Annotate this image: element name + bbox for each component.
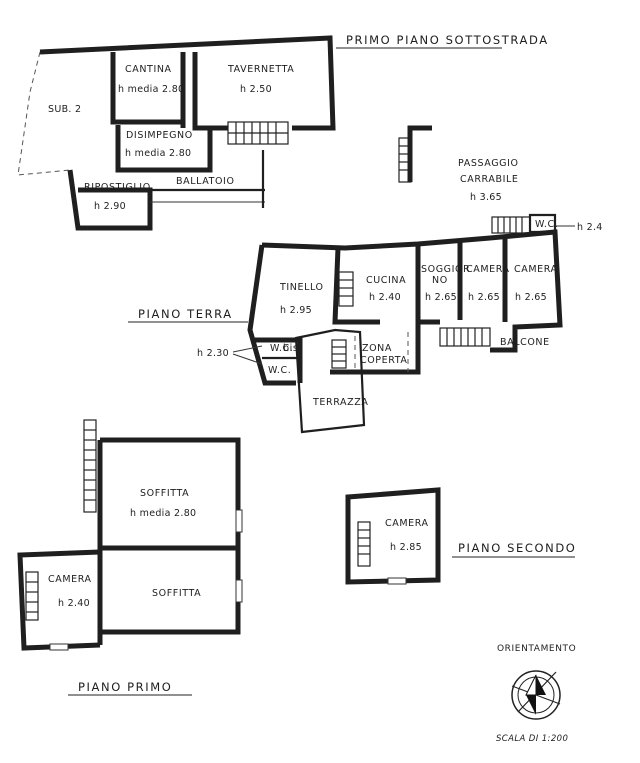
stair-primo-camera [25,571,39,621]
stair-primo [83,419,97,513]
wall-sottostrada-outer [39,35,336,131]
wc-pointer-1 [232,345,263,353]
wall-wc [252,337,303,383]
bis-label: bis [283,343,298,354]
disimpegno-name: DISIMPEGNO [126,130,193,141]
terrazza-outline [294,328,366,434]
wc-right-height: h 2.4 [577,222,603,233]
wall-secondo [345,487,441,585]
passaggio-name-2: CARRABILE [460,174,518,185]
wall-passaggio [407,125,432,182]
sottostrada-plan: PRIMO PIANO SOTTOSTRADA CANTINA h media … [17,33,549,231]
tinello-name: TINELLO [279,282,324,293]
balcone-label: BALCONE [500,337,550,348]
wall-tavernetta-west [192,52,228,131]
stair-terra-balcone [439,327,491,347]
sub-boundary-dashed [17,51,71,176]
ripostiglio-name: RIPOSTIGLIO [84,182,151,193]
sub-label: SUB. 2 [48,104,81,115]
orientation-legend: ORIENTAMENTO SCALA DI 1:200 [496,644,576,744]
soggiorno-name-2: NO [432,275,448,286]
soffitta2-name: SOFFITTA [152,588,201,599]
tinello-height: h 2.95 [280,305,312,316]
cucina-height: h 2.40 [369,292,401,303]
stair-sottostrada [227,121,289,145]
wall-tinello-cucina [332,247,380,325]
orientamento-label: ORIENTAMENTO [497,644,576,654]
cucina-name: CUCINA [366,275,406,286]
passaggio-height: h 3.65 [470,192,502,203]
wc1-label: W.C. [270,343,293,354]
tavernetta-height: h 2.50 [240,84,272,95]
window-primo-1 [235,509,243,533]
title-primo: PIANO PRIMO [78,680,172,694]
scala-label: SCALA DI 1:200 [496,734,568,744]
zona-name-2: COPERTA [360,355,408,366]
wall-primo-outer [17,437,241,651]
camera2-name: CAMERA [514,264,558,275]
window-secondo [387,577,407,585]
camera-primo-height: h 2.40 [58,598,90,609]
disimpegno-height: h media 2.80 [125,148,191,159]
wall-disimpegno [115,125,213,173]
camera1-name: CAMERA [466,264,510,275]
soggiorno-name-1: SOGGIOR [421,264,470,275]
soffitta1-height: h media 2.80 [130,508,196,519]
stair-terra-cucina [338,271,354,307]
camera-secondo-height: h 2.85 [390,542,422,553]
wc-top-label: W.C. [535,219,558,230]
wall-ripostiglio [67,169,153,231]
primo-plan: SOFFITTA h media 2.80 SOFFITTA CAMERA h … [17,419,243,696]
camera-secondo-name: CAMERA [385,518,429,529]
camera1-height: h 2.65 [468,292,500,303]
ripostiglio-height: h 2.90 [94,201,126,212]
tavernetta-name: TAVERNETTA [227,64,294,75]
cantina-name: CANTINA [125,64,172,75]
terra-plan: PIANO TERRA [128,213,603,434]
cantina-height: h media 2.80 [118,84,184,95]
wc2-label: W.C. [268,365,291,376]
wall-cantina-west [110,52,183,125]
zona-name-1: ZONA [362,343,392,354]
window-primo-3 [49,643,69,651]
title-secondo: PIANO SECONDO [458,541,576,555]
stair-passaggio [398,137,412,183]
stair-secondo [357,521,371,567]
stair-terra-east [491,216,531,234]
wc-height: h 2.30 [197,348,229,359]
camera-primo-name: CAMERA [48,574,92,585]
title-terra: PIANO TERRA [138,307,233,321]
soffitta1-name: SOFFITTA [140,488,189,499]
ballatoio-label: BALLATOIO [176,176,235,187]
window-primo-2 [235,579,243,603]
compass-icon [511,670,561,720]
wall-terra-west [247,244,296,386]
stair-terra-zona [331,339,347,369]
passaggio-name-1: PASSAGGIO [458,158,519,169]
wc-pointer-2 [232,353,263,365]
title-sottostrada: PRIMO PIANO SOTTOSTRADA [346,33,549,47]
camera2-height: h 2.65 [515,292,547,303]
secondo-plan: CAMERA h 2.85 PIANO SECONDO [345,487,576,585]
wall-zona-coperta [330,322,421,375]
soggiorno-height: h 2.65 [425,292,457,303]
terrazza-label: TERRAZZA [312,397,368,408]
